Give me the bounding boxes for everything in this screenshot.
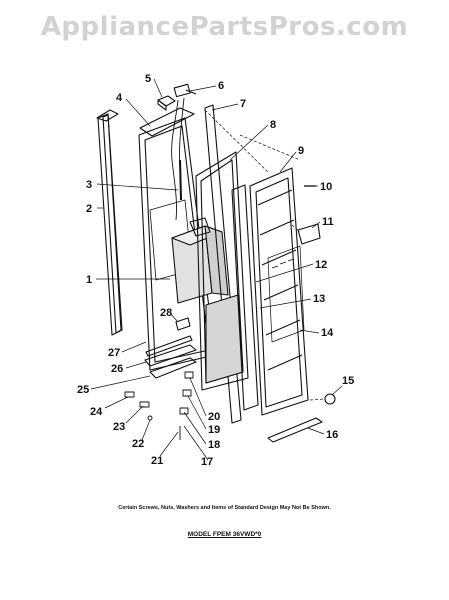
part-bottom-cap xyxy=(144,344,197,367)
callout-17: 17 xyxy=(201,456,213,468)
callout-11: 11 xyxy=(322,216,334,228)
part-trim-strip xyxy=(96,109,123,336)
part-hardware-set xyxy=(124,371,194,440)
part-shelf-bar xyxy=(149,357,197,379)
part-clip xyxy=(175,317,191,331)
part-lower-bar xyxy=(145,335,193,357)
callout-26: 26 xyxy=(111,363,123,375)
assembly-guide-lines xyxy=(204,109,326,401)
callout-9: 9 xyxy=(298,145,304,157)
part-bracket xyxy=(297,223,321,245)
part-top-cap xyxy=(139,107,195,137)
watermark-logo: AppliancePartsPros.com xyxy=(40,12,409,42)
callout-15: 15 xyxy=(342,375,354,387)
callout-27: 27 xyxy=(108,347,120,359)
part-hinge-wheel xyxy=(324,393,336,405)
callout-23: 23 xyxy=(113,421,125,433)
part-dispenser-housing xyxy=(171,217,229,304)
callout-21: 21 xyxy=(151,455,163,467)
callout-16: 16 xyxy=(326,429,338,441)
callout-13: 13 xyxy=(313,293,325,305)
callout-22: 22 xyxy=(132,438,144,450)
callout-12: 12 xyxy=(315,259,327,271)
leader-lines xyxy=(90,78,343,461)
callout-28: 28 xyxy=(160,307,172,319)
model-label: MODEL FPEM 36VWD*0 xyxy=(187,531,262,538)
callout-20: 20 xyxy=(208,411,220,423)
callout-19: 19 xyxy=(208,424,220,436)
callout-18: 18 xyxy=(208,439,220,451)
part-rod xyxy=(179,159,182,201)
diagram-footnote: Certain Screws, Nuts, Washers and Items … xyxy=(118,505,331,511)
callout-14: 14 xyxy=(321,327,334,339)
part-small-block xyxy=(157,95,176,107)
callout-24: 24 xyxy=(90,406,103,418)
callout-8: 8 xyxy=(270,119,276,131)
callout-7: 7 xyxy=(240,98,246,110)
part-gasket xyxy=(231,184,259,411)
part-door-panel xyxy=(195,151,249,391)
callout-2: 2 xyxy=(86,203,92,215)
callout-labels: 1 2 3 4 5 6 7 8 9 10 11 12 13 14 15 16 1… xyxy=(77,73,354,468)
callout-6: 6 xyxy=(218,80,224,92)
part-connector xyxy=(173,83,197,98)
callout-25: 25 xyxy=(77,384,89,396)
callout-10: 10 xyxy=(320,181,332,193)
callout-3: 3 xyxy=(86,179,92,191)
part-bottom-rail xyxy=(267,417,323,443)
part-door-shelves xyxy=(249,167,309,416)
callout-1: 1 xyxy=(86,274,92,286)
part-small-block-side xyxy=(157,99,167,111)
callout-4: 4 xyxy=(116,92,123,104)
callout-5: 5 xyxy=(145,73,151,85)
